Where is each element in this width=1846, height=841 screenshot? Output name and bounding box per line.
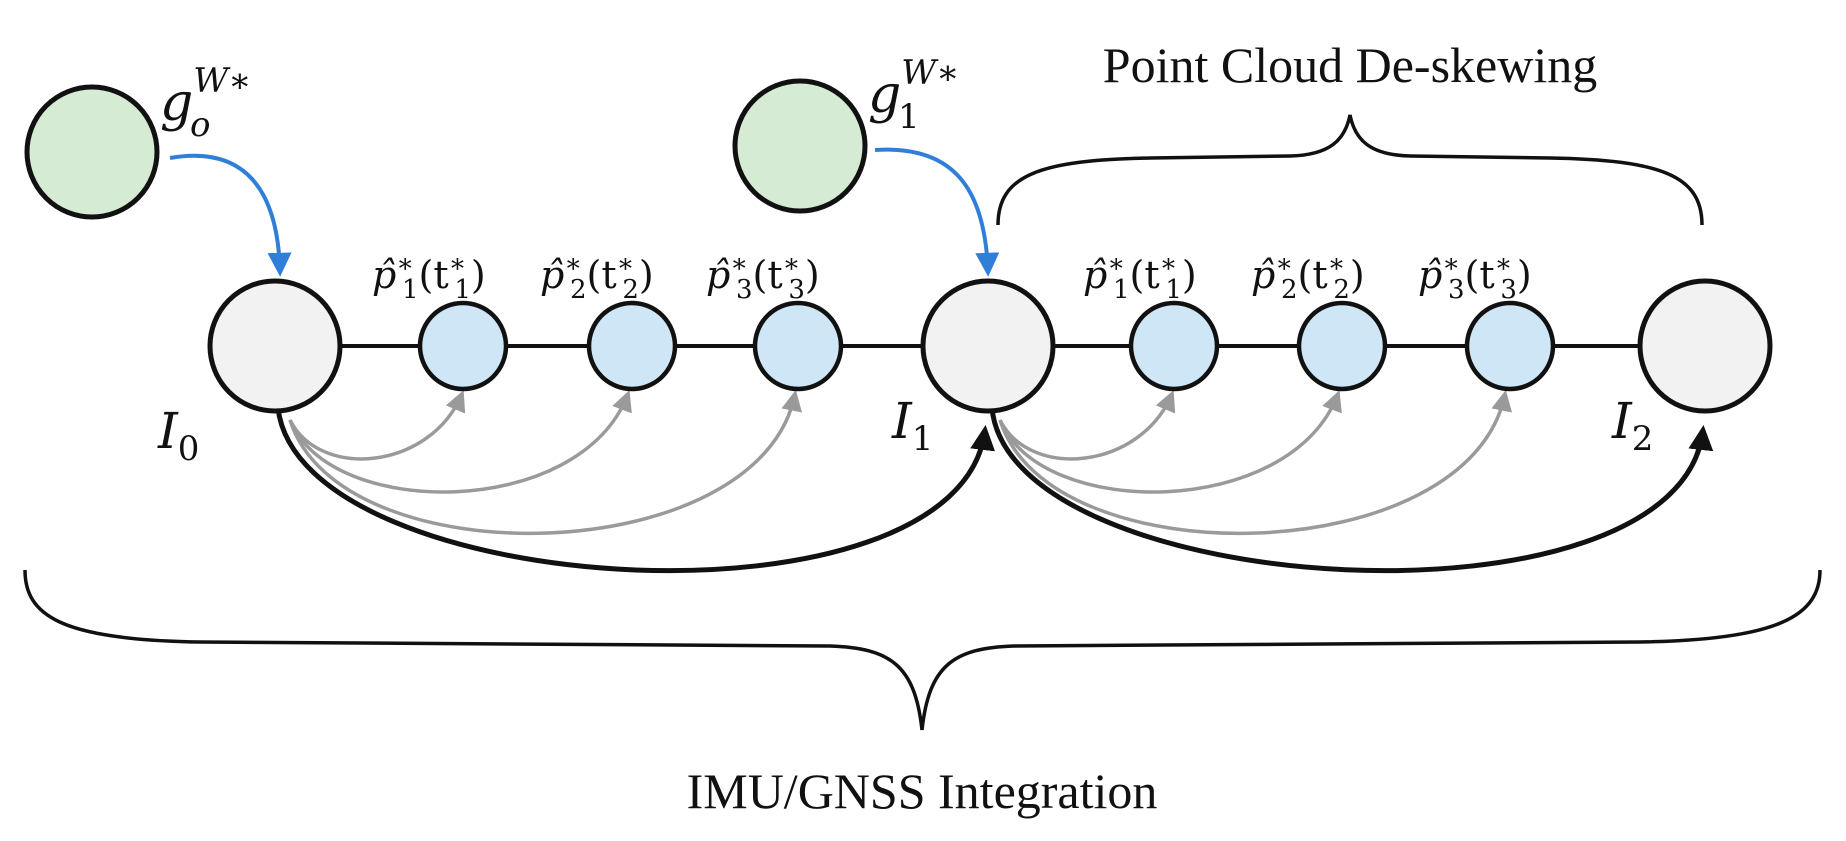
- point-label-1a: p̂∗1(t∗1): [372, 249, 486, 305]
- gnss-label-g0-sub: o: [190, 105, 210, 145]
- imu-label-i1-symbol: I: [891, 392, 913, 450]
- deskew-arc-i0-p3: [288, 389, 802, 536]
- integration-arc-i1-i2: [989, 407, 1714, 574]
- deskew-arc-i1-p3: [998, 389, 1512, 536]
- imu-label-i0: I0: [157, 402, 199, 469]
- point-label-2b: p̂∗2(t∗2): [1251, 249, 1365, 305]
- point-node-1b: [1128, 300, 1220, 392]
- point-label-3b: p̂∗3(t∗3): [1418, 249, 1532, 305]
- point-node-1a: [417, 300, 509, 392]
- gnss-label-g1-sub: 1: [898, 97, 920, 137]
- point-labels: p̂∗1(t∗1) p̂∗2(t∗2) p̂∗3(t∗3) p̂∗1(t∗1) …: [372, 249, 1532, 305]
- imu-node-i1: [920, 278, 1056, 414]
- gnss-node-g1: [732, 78, 868, 214]
- point-label-2a: p̂∗2(t∗2): [540, 249, 654, 305]
- point-label-1b: p̂∗1(t∗1): [1083, 249, 1197, 305]
- point-label-3a: p̂∗3(t∗3): [706, 249, 820, 305]
- gnss-label-g0-symbol: g: [160, 73, 193, 133]
- imu-label-i2-sub: 2: [1632, 419, 1654, 459]
- imu-label-i0-sub: 0: [178, 429, 200, 469]
- gnss-label-g1-sup: W∗: [901, 53, 959, 93]
- deskew-arc-i0-p2: [288, 390, 632, 494]
- integration-arc-i0-i1: [275, 407, 995, 574]
- imu-label-i2-symbol: I: [1611, 392, 1633, 450]
- gnss-label-g0: gW∗o: [160, 61, 251, 145]
- deskew-brace: [996, 114, 1704, 226]
- point-node-3b: [1464, 300, 1556, 392]
- point-node-3a: [752, 300, 844, 392]
- gnss-arrow-g0: [169, 153, 292, 277]
- imu-label-i0-symbol: I: [157, 402, 179, 460]
- point-node-2a: [586, 300, 678, 392]
- imu-label-i1-sub: 1: [912, 419, 934, 459]
- point-node-2b: [1296, 300, 1388, 392]
- deskew-arc-i0-p1: [288, 390, 466, 461]
- gnss-arrow-g1: [874, 147, 1000, 277]
- imu-node-i2: [1637, 278, 1773, 414]
- gnss-label-g1: gW∗1: [868, 53, 959, 137]
- deskew-title: Point Cloud De-skewing: [1103, 37, 1597, 93]
- imu-label-i1: I1: [891, 392, 933, 459]
- deskew-arc-i1-p1: [998, 390, 1176, 461]
- integration-title: IMU/GNSS Integration: [687, 763, 1158, 819]
- imu-node-i0: [207, 278, 343, 414]
- imu-label-i2: I2: [1611, 392, 1653, 459]
- gnss-label-g1-symbol: g: [868, 65, 901, 125]
- gnss-node-g0: [24, 84, 160, 220]
- integration-brace: [23, 569, 1822, 731]
- gnss-label-g0-sup: W∗: [193, 61, 251, 101]
- deskew-arc-i1-p2: [998, 390, 1342, 494]
